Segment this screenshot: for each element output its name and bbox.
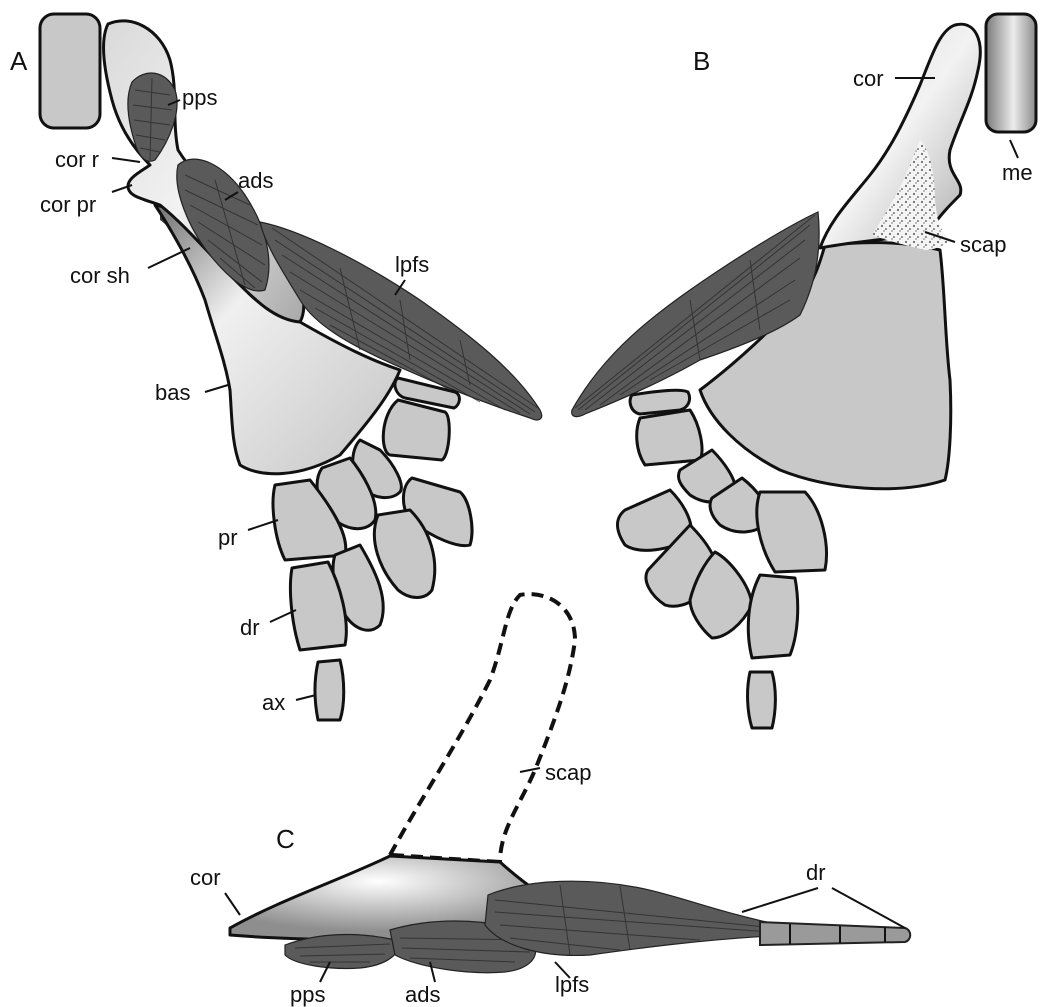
b-leader-me: [1010, 140, 1018, 158]
a-radial-2: [383, 400, 449, 460]
c-lpfs-spine: [485, 881, 784, 955]
c-scapula-dashed-outline: [390, 594, 575, 862]
b-label-me: me: [1002, 160, 1033, 185]
b-radial-6: [757, 492, 827, 572]
b-label-scap: scap: [960, 232, 1006, 257]
b-label-cor: cor: [853, 66, 884, 91]
a-label-ax: ax: [262, 690, 285, 715]
c-leader-dr-1: [742, 888, 818, 912]
a-leader-cor-sh: [148, 248, 190, 268]
a-label-cor-r: cor r: [55, 147, 99, 172]
c-leader-scap: [520, 768, 540, 772]
c-label-pps: pps: [290, 982, 325, 1007]
c-label-cor: cor: [190, 865, 221, 890]
c-label-lpfs: lpfs: [555, 972, 589, 997]
c-label-dr: dr: [806, 860, 826, 885]
panel-a: A: [10, 14, 542, 720]
a-label-pps: pps: [182, 85, 217, 110]
b-median-element: [986, 14, 1036, 132]
a-label-dr: dr: [240, 615, 260, 640]
c-distal-radials-rod: [760, 922, 910, 945]
a-leader-ax: [296, 695, 316, 700]
panel-c-letter: C: [276, 824, 295, 854]
panel-b-letter: B: [693, 46, 710, 76]
b-radial-2: [637, 410, 702, 465]
c-pps-spine: [285, 935, 398, 969]
c-label-scap: scap: [545, 760, 591, 785]
c-leader-dr-2: [832, 888, 905, 928]
a-leader-bas: [205, 385, 228, 392]
a-axis-element: [315, 660, 344, 720]
a-label-cor-sh: cor sh: [70, 263, 130, 288]
a-median-element: [40, 14, 100, 128]
panel-c: C scap cor dr: [190, 594, 910, 1007]
b-radial-9: [748, 575, 797, 658]
panel-a-letter: A: [10, 46, 28, 76]
a-label-lpfs: lpfs: [395, 252, 429, 277]
a-label-bas: bas: [155, 380, 190, 405]
c-leader-cor: [225, 893, 240, 915]
b-axis-element: [748, 672, 776, 728]
c-label-ads: ads: [405, 982, 440, 1007]
a-leader-cor-r: [112, 158, 140, 162]
panel-b: B cor me scap: [572, 14, 1036, 728]
a-label-cor-pr: cor pr: [40, 192, 96, 217]
a-label-ads: ads: [238, 168, 273, 193]
a-label-pr: pr: [218, 525, 238, 550]
